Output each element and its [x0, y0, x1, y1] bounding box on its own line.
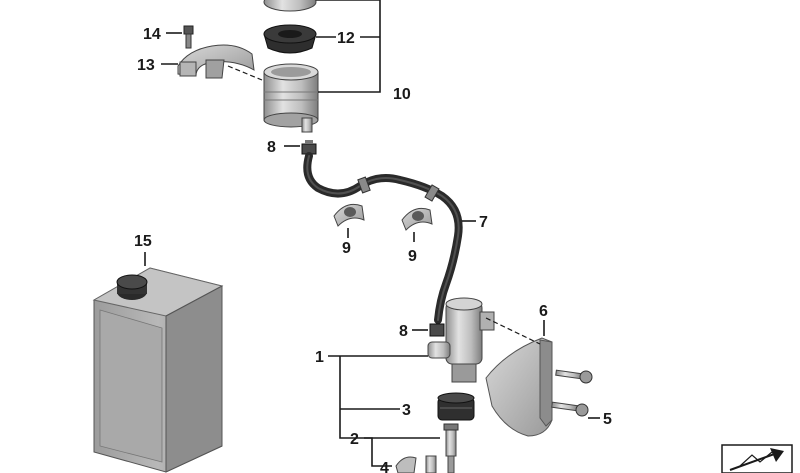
callout-14: 14 [143, 26, 161, 43]
callout-15: 15 [134, 233, 152, 250]
part-1-master-cylinder [427, 297, 495, 383]
part-3-boot [437, 392, 475, 421]
callout-9-left: 9 [342, 240, 351, 257]
part-12-diaphragm [263, 24, 317, 54]
callout-4: 4 [380, 460, 389, 473]
hose-clamp-a [357, 176, 371, 194]
part-5-bolt-lower [551, 401, 589, 417]
part-14-bolt [183, 25, 194, 49]
callout-12: 12 [337, 30, 355, 47]
part-9-holder-left [333, 203, 365, 227]
part-8-clip-lower [429, 323, 445, 337]
part-2-push-rod [443, 423, 459, 473]
callout-7: 7 [479, 214, 488, 231]
callout-13: 13 [137, 57, 155, 74]
callout-9-right: 9 [408, 248, 417, 265]
callout-1: 1 [315, 349, 324, 366]
callout-5: 5 [603, 411, 612, 428]
part-4-pin [395, 455, 437, 473]
part-15-fluid-container [92, 267, 224, 473]
reservoir-cap [263, 0, 317, 12]
hose-clamp-b [424, 184, 440, 202]
callout-2: 2 [350, 431, 359, 448]
part-5-bolt-upper [555, 369, 593, 384]
part-9-holder-right [401, 207, 433, 231]
part-7-hose [303, 152, 463, 324]
callout-8-lower: 8 [399, 323, 408, 340]
part-6-plate [485, 337, 553, 437]
callout-10: 10 [393, 86, 411, 103]
parts-list-arrow-icon [721, 444, 793, 473]
callout-6: 6 [539, 303, 548, 320]
leader-lines [144, 0, 600, 467]
part-8-clip-upper [301, 140, 317, 155]
part-10-reservoir [263, 63, 319, 133]
callout-8-upper: 8 [267, 139, 276, 156]
part-13-clamp [177, 44, 255, 79]
callout-3: 3 [402, 402, 411, 419]
